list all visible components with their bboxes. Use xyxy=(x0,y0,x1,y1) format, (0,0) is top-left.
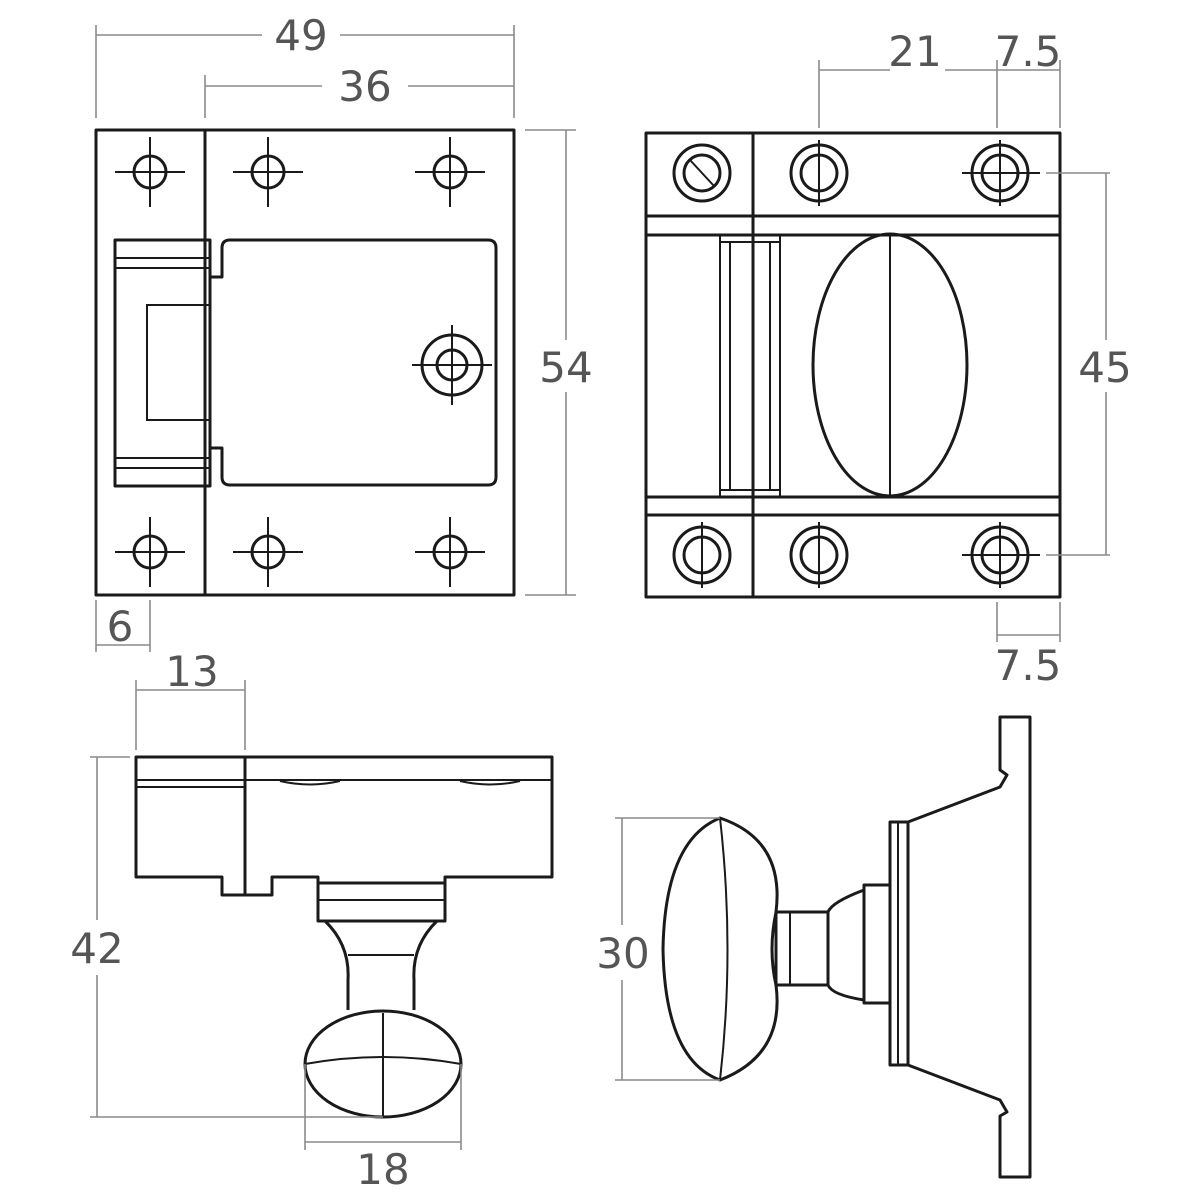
bolt-housing xyxy=(113,238,212,488)
profile-base-plate xyxy=(906,715,1032,1179)
dim-label-edge-offset-bottom: 7.5 xyxy=(995,641,1062,690)
slot-recess-right xyxy=(459,780,521,786)
profile-neck xyxy=(770,910,828,987)
oval-knob xyxy=(811,232,969,498)
mounting-hole xyxy=(115,137,185,207)
countersunk-hole xyxy=(672,522,732,588)
knob-spindle xyxy=(316,881,447,1010)
mounting-hole xyxy=(233,517,303,587)
rear-body-band xyxy=(644,233,1062,499)
dim-label-overall-width: 49 xyxy=(274,11,327,60)
dimension-total-height: 42 xyxy=(70,756,383,1118)
profile-knob xyxy=(661,816,779,1082)
countersunk-hole xyxy=(962,140,1040,206)
mounting-hole xyxy=(233,137,303,207)
profile-collar xyxy=(826,888,865,1002)
dimension-overall-width: 49 xyxy=(95,11,515,118)
countersunk-hole xyxy=(672,143,732,203)
front-mounting-holes xyxy=(115,137,485,587)
latch-front-view xyxy=(94,128,516,597)
dimension-body-depth: 13 xyxy=(135,647,246,750)
latch-profile-view xyxy=(661,715,1032,1179)
countersunk-hole xyxy=(789,522,849,588)
dimension-knob-width: 18 xyxy=(304,1064,462,1194)
dimension-hole-height: 45 xyxy=(1046,172,1132,556)
cover-plate xyxy=(210,238,498,487)
side-body-outline xyxy=(134,755,554,897)
countersunk-hole xyxy=(962,522,1040,588)
dimension-plate-width: 36 xyxy=(204,62,514,118)
dimension-knob-height: 30 xyxy=(596,817,720,1081)
mounting-hole xyxy=(415,517,485,587)
bolt-slot xyxy=(146,304,211,421)
dim-label-edge-offset: 6 xyxy=(107,602,134,651)
mounting-hole xyxy=(115,517,185,587)
profile-boss xyxy=(862,883,892,1005)
dim-label-knob-width: 18 xyxy=(356,1145,409,1194)
dimension-edge-offset-top: 7.5 xyxy=(995,27,1062,128)
rear-mounting-holes xyxy=(672,140,1040,588)
side-knob xyxy=(303,1009,463,1119)
dimension-front-height: 54 xyxy=(525,129,593,596)
cover-screw xyxy=(412,325,492,405)
dim-label-hole-height: 45 xyxy=(1078,343,1131,392)
latch-rear-view xyxy=(644,131,1062,599)
slot-recess-left xyxy=(279,780,341,786)
countersunk-hole xyxy=(789,140,849,206)
dimension-edge-offset: 6 xyxy=(95,600,151,652)
latch-side-view xyxy=(134,755,554,1119)
dimension-hole-spacing: 21 xyxy=(818,27,998,128)
dim-label-front-height: 54 xyxy=(539,343,592,392)
dim-label-knob-height: 30 xyxy=(596,929,649,978)
base-plate-outline xyxy=(94,128,516,597)
dimension-edge-offset-bottom: 7.5 xyxy=(995,602,1062,690)
dim-label-body-depth: 13 xyxy=(165,647,218,696)
mounting-hole xyxy=(415,137,485,207)
dim-label-hole-spacing: 21 xyxy=(888,27,941,76)
dim-label-plate-width: 36 xyxy=(338,62,391,111)
dim-label-edge-offset-top: 7.5 xyxy=(995,27,1062,76)
dim-label-total-height: 42 xyxy=(70,924,123,973)
